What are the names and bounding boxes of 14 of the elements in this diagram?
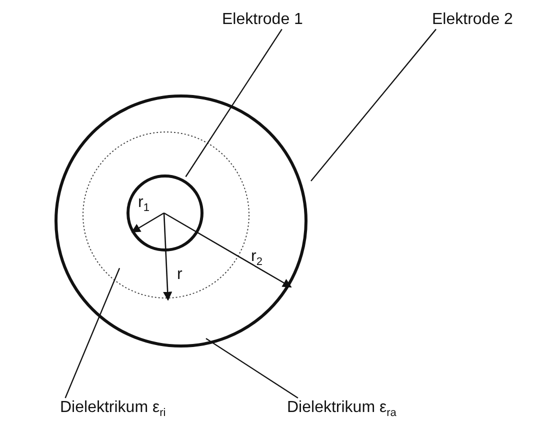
callout-label: Elektrode 2 [432, 10, 513, 30]
electrode-circle [126, 174, 204, 252]
electrode-circle [54, 94, 308, 348]
callout-label: Dielektrikum ε$_{ri}$ [60, 398, 166, 420]
leader-line [185, 28, 282, 178]
radius-label: r$_{2}$ [251, 247, 262, 270]
dielectric-boundary [82, 132, 250, 298]
callout-label: Elektrode 1 [222, 10, 303, 30]
callout-label: Dielektrikum ε$_{ra}$ [287, 398, 396, 420]
leader-line [64, 268, 120, 398]
radius-label: r$_{1}$ [138, 193, 150, 216]
leader-line [206, 338, 298, 398]
radius-label: r [177, 265, 182, 284]
leader-line [310, 28, 436, 182]
